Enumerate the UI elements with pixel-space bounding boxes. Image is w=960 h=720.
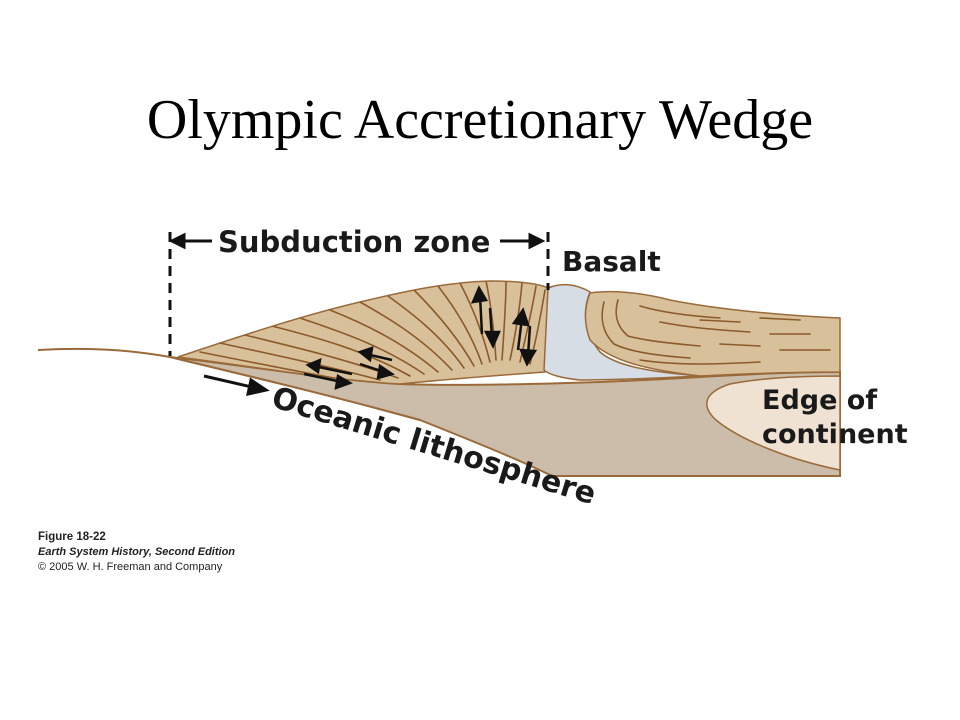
edge-of-continent-label-line1: Edge of [762, 385, 877, 416]
fault-slip-arrows-left [303, 346, 395, 390]
basalt-label: Basalt [562, 245, 661, 278]
figure-caption: Figure 18-22 Earth System History, Secon… [38, 530, 235, 575]
basalt-body [543, 283, 701, 381]
slide-title: Olympic Accretionary Wedge [146, 89, 814, 151]
plate-motion-arrow [203, 374, 270, 396]
figure-number: Figure 18-22 [38, 531, 106, 543]
book-title: Earth System History, Second Edition [38, 546, 236, 558]
subduction-zone-arrows [168, 232, 546, 250]
fault-slip-arrows-center [470, 285, 538, 367]
forearc-layer-lines [601, 299, 831, 365]
copyright-line: © 2005 W. H. Freeman and Company [38, 561, 223, 573]
subduction-zone-label: Subduction zone [218, 225, 490, 259]
continent-edge-body [706, 375, 841, 471]
forearc-sediments [584, 290, 841, 377]
edge-of-continent-label-line2: continent [762, 419, 908, 450]
